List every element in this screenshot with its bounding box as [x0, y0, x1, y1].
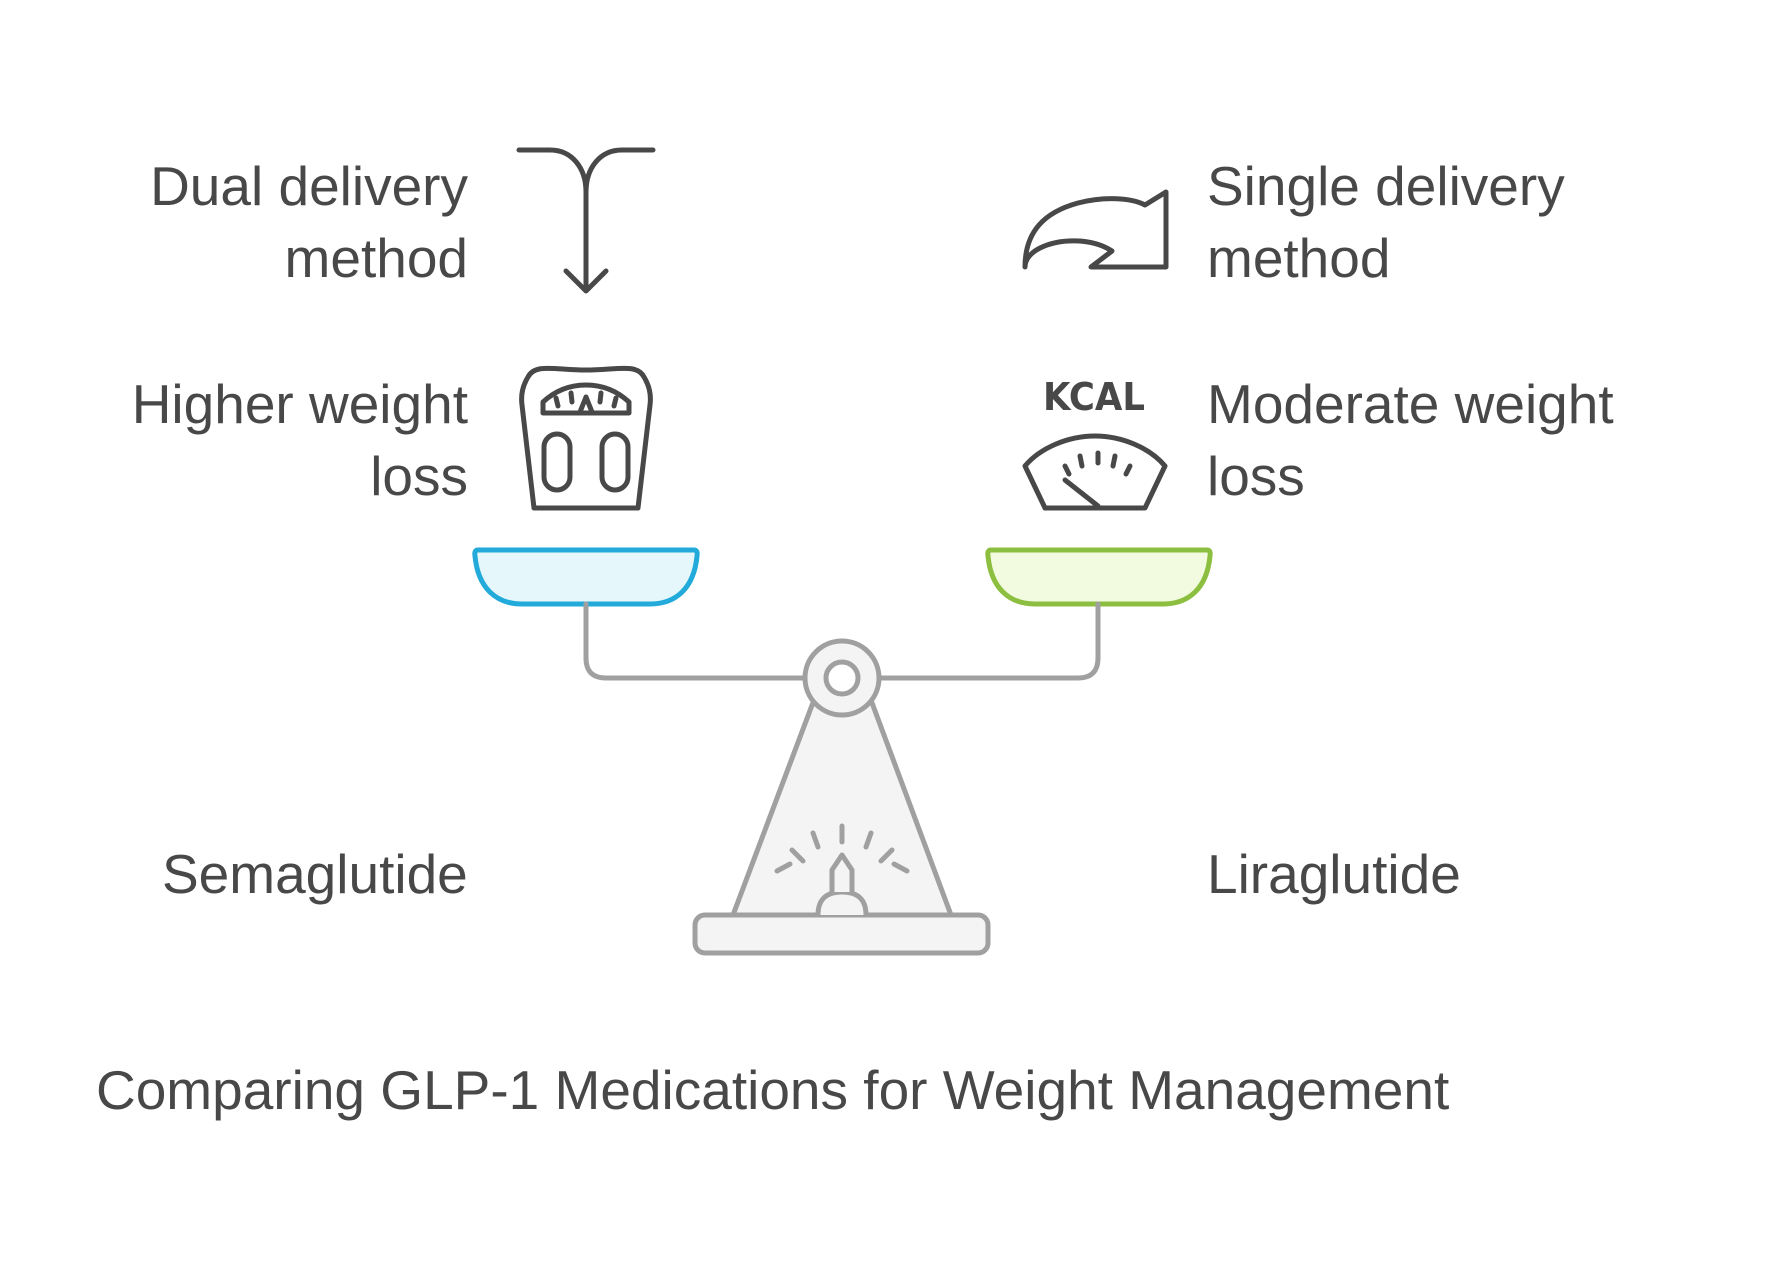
left-scale-pan: [472, 547, 700, 607]
diagram-title: Comparing GLP-1 Medications for Weight M…: [96, 1059, 1450, 1121]
higher-weight-loss-label: Higher weight loss: [131, 373, 468, 507]
curved-arrow-right-icon: [1022, 189, 1169, 270]
kcal-scale-icon: KCAL: [1022, 375, 1168, 511]
split-arrow-down-icon: [516, 147, 656, 294]
balance-scale-icon: [583, 601, 1101, 956]
single-delivery-label: Single delivery method: [1207, 155, 1565, 289]
svg-text:KCAL: KCAL: [1043, 375, 1145, 419]
moderate-weight-loss-label: Moderate weight loss: [1207, 373, 1614, 507]
bathroom-scale-icon: [519, 365, 653, 511]
liraglutide-label: Liraglutide: [1207, 843, 1461, 905]
right-scale-pan: [985, 547, 1213, 607]
dual-delivery-label: Dual delivery method: [150, 155, 468, 289]
semaglutide-label: Semaglutide: [162, 843, 468, 905]
